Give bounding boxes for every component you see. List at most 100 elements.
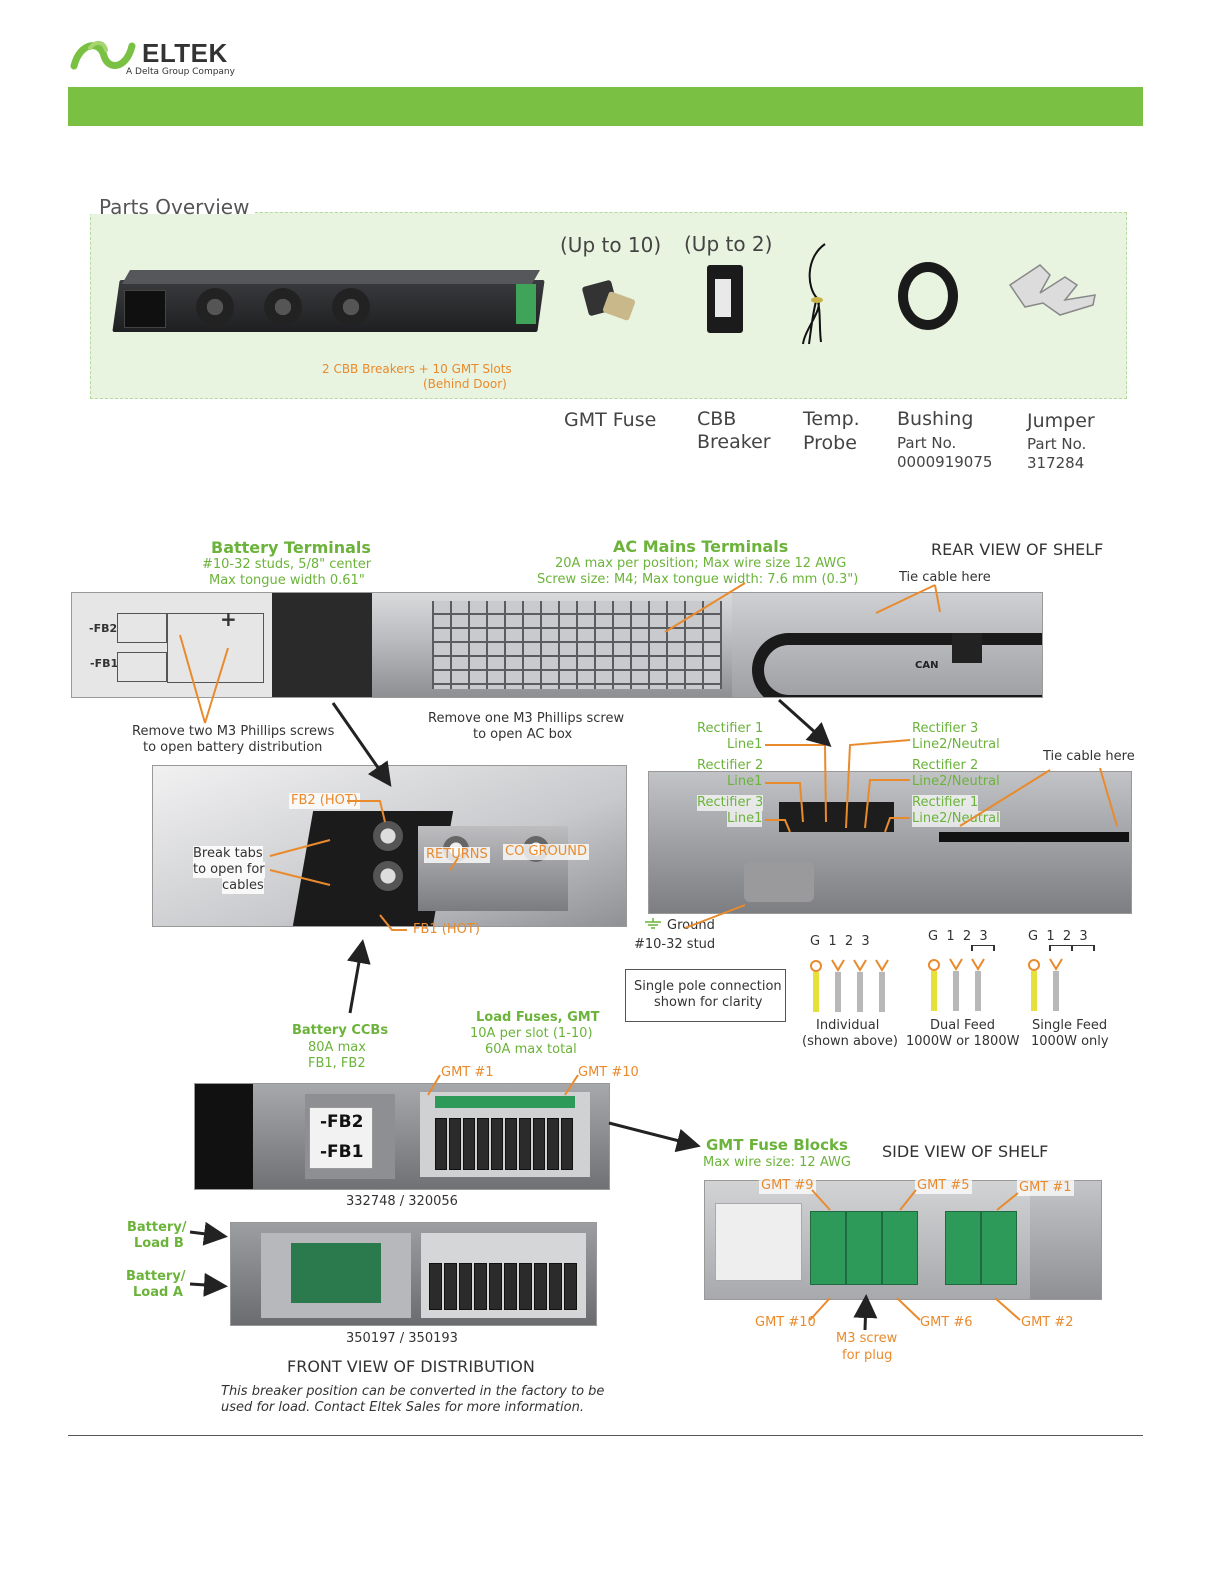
single-pole-box bbox=[625, 969, 786, 1022]
shelf-caption-2: (Behind Door) bbox=[423, 377, 507, 391]
break-tabs-l3: cables bbox=[222, 878, 264, 894]
battery-ccbs-l2: FB1, FB2 bbox=[308, 1056, 366, 1071]
ground-icon bbox=[643, 915, 663, 929]
ac-left-1b: Line1 bbox=[727, 737, 763, 752]
plus-sign: + bbox=[220, 607, 237, 631]
front-gmt10-label: GMT #10 bbox=[578, 1065, 639, 1080]
jumper-part-label: Part No. bbox=[1027, 435, 1087, 453]
ac-detail-photo bbox=[648, 771, 1132, 914]
feed-terminal-labels: G 1 2 3 bbox=[810, 934, 870, 949]
front-note-l1: This breaker position can be converted i… bbox=[221, 1384, 605, 1399]
feed-sub: (shown above) bbox=[802, 1034, 898, 1049]
battery-terminals-l1: #10-32 studs, 5/8" center bbox=[202, 557, 372, 572]
battery-load-b-l1: Battery/ bbox=[127, 1220, 187, 1235]
ground-stud-label: #10-32 stud bbox=[634, 937, 716, 952]
ac-left-3b: Line1 bbox=[727, 811, 763, 827]
ac-right-2a: Rectifier 2 bbox=[912, 758, 979, 773]
brand-tagline: A Delta Group Company bbox=[126, 67, 235, 77]
break-tabs-l1: Break tabs bbox=[193, 846, 263, 862]
feed-dual: G 1 2 3 Dual Feed 1000W or 1800W bbox=[906, 929, 1021, 1054]
break-tabs-l2: to open for bbox=[193, 862, 265, 878]
m3-screw-l1: M3 screw bbox=[836, 1331, 898, 1346]
side-gmt10-label: GMT #10 bbox=[755, 1315, 816, 1330]
feed-sub: 1000W only bbox=[1031, 1034, 1109, 1049]
part-label-gmt-fuse: GMT Fuse bbox=[564, 409, 657, 431]
front-model-1: 332748 / 320056 bbox=[346, 1194, 458, 1209]
remove-one-l1: Remove one M3 Phillips screw bbox=[428, 711, 625, 726]
bushing-image bbox=[898, 262, 958, 330]
part-label-temp-2: Probe bbox=[803, 432, 857, 454]
battery-terminal-block bbox=[117, 613, 167, 643]
ac-tie-cable: Tie cable here bbox=[1043, 749, 1135, 764]
parts-overview-title: Parts Overview bbox=[99, 195, 250, 219]
side-gmt9-label: GMT #9 bbox=[759, 1178, 816, 1194]
front-gmt1-label: GMT #1 bbox=[441, 1065, 494, 1080]
jumper-image bbox=[1005, 255, 1100, 320]
side-gmt5-label: GMT #5 bbox=[915, 1178, 972, 1194]
fb1-hot-label: FB1 (HOT) bbox=[413, 922, 480, 937]
can-label: CAN bbox=[915, 660, 939, 671]
header-bar bbox=[68, 87, 1143, 126]
cbb-qty: (Up to 2) bbox=[684, 232, 773, 256]
battery-load-a-l2: Load A bbox=[133, 1285, 183, 1300]
ac-left-3a: Rectifier 3 bbox=[697, 795, 764, 811]
rear-view-title: REAR VIEW OF SHELF bbox=[931, 540, 1104, 559]
ac-right-1b: Line2/Neutral bbox=[912, 737, 1000, 752]
remove-one-l2: to open AC box bbox=[473, 727, 573, 742]
positive-terminal-block bbox=[167, 613, 264, 683]
side-gmt6-label: GMT #6 bbox=[920, 1315, 973, 1330]
eltek-logo-icon bbox=[70, 41, 136, 70]
temp-probe-image bbox=[795, 238, 835, 348]
single-pole-l2: shown for clarity bbox=[654, 995, 763, 1010]
ac-mains-l1: 20A max per position; Max wire size 12 A… bbox=[555, 556, 847, 571]
ac-right-2b: Line2/Neutral bbox=[912, 774, 1000, 789]
fb-label-card bbox=[309, 1107, 373, 1169]
gmt-qty: (Up to 10) bbox=[560, 233, 662, 257]
remove-two-l2: to open battery distribution bbox=[143, 740, 323, 755]
front-fb1-label: -FB1 bbox=[320, 1142, 364, 1162]
front-fb2-label: -FB2 bbox=[320, 1112, 364, 1132]
side-view-title: SIDE VIEW OF SHELF bbox=[882, 1142, 1049, 1161]
side-gmt2-label: GMT #2 bbox=[1021, 1315, 1074, 1330]
feed-name: Dual Feed bbox=[930, 1018, 995, 1033]
bushing-part-no: 0000919075 bbox=[897, 453, 993, 471]
parts-overview-tab bbox=[90, 190, 255, 214]
eltek-logo: ELTEK A Delta Group Company bbox=[70, 36, 235, 80]
single-pole-l1: Single pole connection bbox=[634, 979, 782, 994]
part-label-temp-1: Temp. bbox=[803, 408, 860, 430]
ac-right-1a: Rectifier 3 bbox=[912, 721, 979, 736]
feed-terminal-labels: G 1 2 3 bbox=[928, 929, 988, 944]
feed-name: Individual bbox=[816, 1018, 880, 1033]
fb1-terminal-label: -FB1 bbox=[90, 657, 119, 670]
ac-right-3a: Rectifier 1 bbox=[912, 795, 979, 811]
gmt-fuse-blocks-l1: Max wire size: 12 AWG bbox=[703, 1155, 851, 1170]
gmt-fuse-blocks-title: GMT Fuse Blocks bbox=[706, 1136, 848, 1154]
remove-two-l1: Remove two M3 Phillips screws bbox=[132, 724, 335, 739]
part-label-cbb-1: CBB bbox=[697, 408, 737, 430]
battery-ccbs-l1: 80A max bbox=[308, 1040, 366, 1055]
footer-rule bbox=[68, 1435, 1143, 1436]
battery-load-b-l2: Load B bbox=[134, 1236, 184, 1251]
ac-mains-l2: Screw size: M4; Max tongue width: 7.6 mm… bbox=[537, 572, 859, 587]
battery-load-a-l1: Battery/ bbox=[126, 1269, 186, 1284]
fb2-terminal-label: -FB2 bbox=[89, 622, 118, 635]
front-view-title: FRONT VIEW OF DISTRIBUTION bbox=[287, 1357, 535, 1376]
battery-terminals-l2: Max tongue width 0.61" bbox=[209, 573, 365, 588]
front-model-2: 350197 / 350193 bbox=[346, 1331, 458, 1346]
battery-terminals-title: Battery Terminals bbox=[211, 538, 371, 557]
front-distribution-photo-2 bbox=[230, 1222, 597, 1326]
part-label-cbb-2: Breaker bbox=[697, 431, 771, 453]
ac-left-2a: Rectifier 2 bbox=[697, 758, 764, 773]
co-ground-label: CO GROUND bbox=[503, 844, 590, 860]
shelf-caption-1: 2 CBB Breakers + 10 GMT Slots bbox=[322, 362, 512, 376]
bushing-part-label: Part No. bbox=[897, 434, 957, 452]
load-fuses-title: Load Fuses, GMT bbox=[476, 1010, 600, 1025]
ac-left-1a: Rectifier 1 bbox=[697, 721, 764, 736]
jumper-part-no: 317284 bbox=[1027, 454, 1085, 472]
feed-terminal-labels: G 1 2 3 bbox=[1028, 929, 1088, 944]
side-shelf-photo bbox=[704, 1180, 1102, 1300]
battery-ccbs-title: Battery CCBs bbox=[292, 1023, 389, 1038]
returns-label: RETURNS bbox=[424, 847, 490, 863]
part-label-bushing: Bushing bbox=[897, 408, 974, 430]
